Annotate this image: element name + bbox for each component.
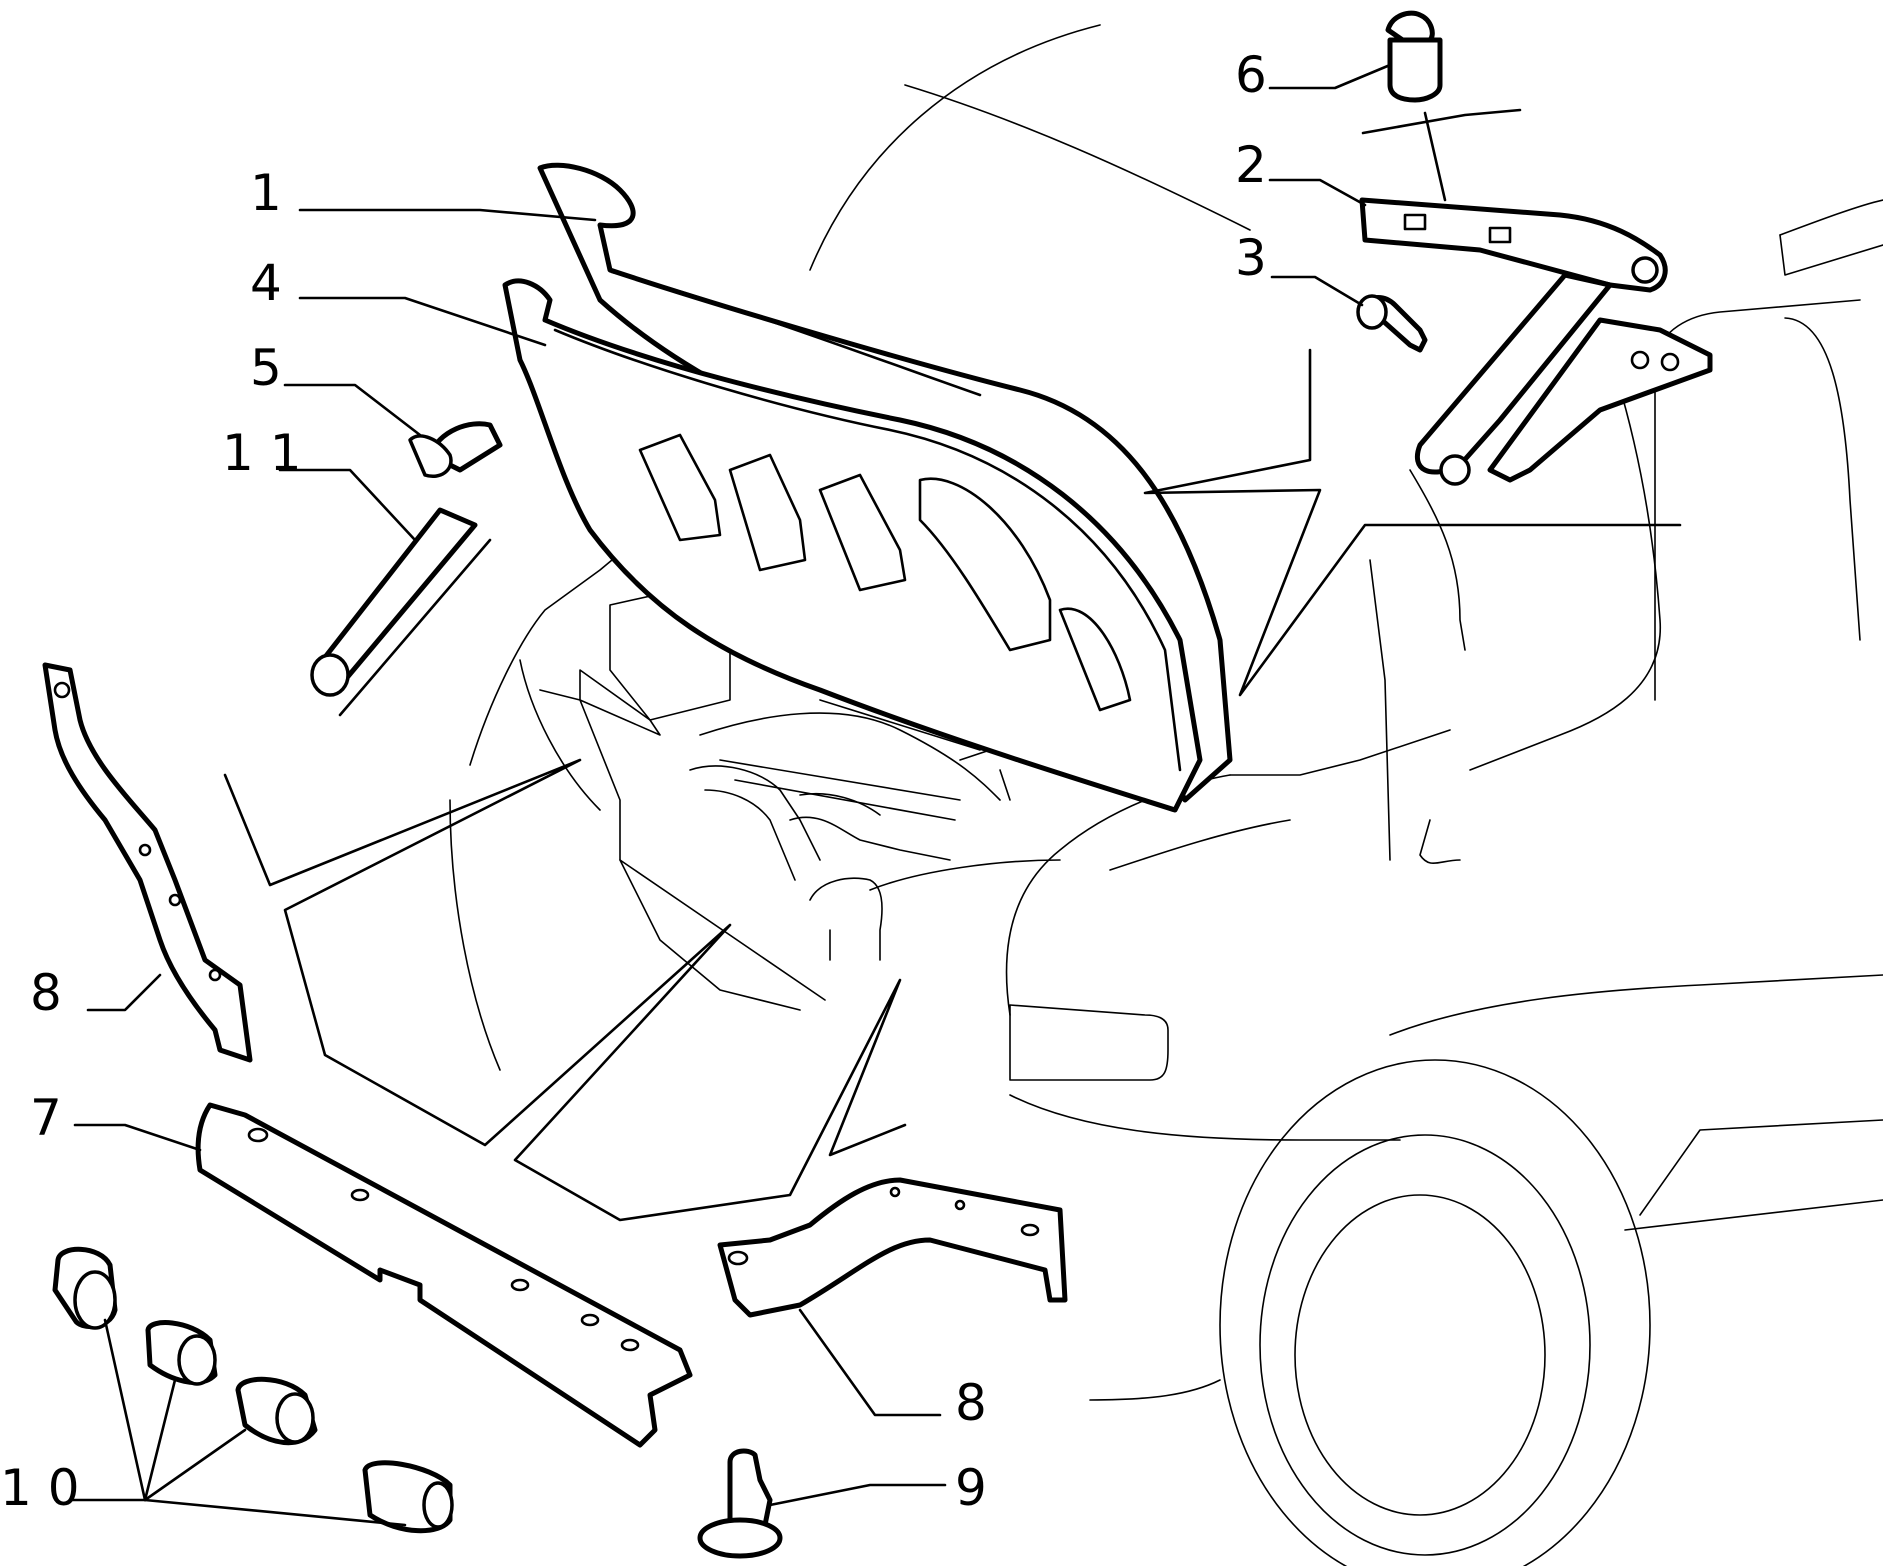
- leader-lines: [68, 63, 1682, 1527]
- part-hinge: [1359, 197, 1713, 486]
- part-caps: [52, 1246, 454, 1534]
- callout-6: 6: [1235, 46, 1267, 104]
- part-side-bracket-left: [42, 662, 253, 1063]
- part-front-bracket-right: [717, 1177, 1068, 1318]
- cap-3: [235, 1376, 318, 1446]
- callout-4: 4: [250, 254, 282, 312]
- callout-9: 9: [955, 1459, 987, 1517]
- cap-1: [52, 1246, 118, 1330]
- callout-7: 7: [30, 1089, 62, 1147]
- callout-5: 5: [250, 339, 282, 397]
- callout-1: 1: [250, 164, 282, 222]
- cap-2: [145, 1320, 218, 1386]
- part-screw: [1356, 294, 1428, 353]
- cap-4: [362, 1460, 454, 1534]
- callout-8-left: 8: [30, 964, 62, 1022]
- part-cross-member: [195, 1102, 693, 1448]
- callout-2: 2: [1235, 136, 1267, 194]
- callout-8-right: 8: [955, 1374, 987, 1432]
- part-seal-strip: [310, 507, 492, 717]
- callout-3: 3: [1235, 229, 1267, 287]
- callout-10: 1 0: [0, 1459, 80, 1517]
- part-buffer: [1385, 10, 1443, 103]
- part-push-clip: [408, 421, 503, 478]
- callout-11: 1 1: [222, 424, 302, 482]
- part-fastener: [697, 1448, 783, 1559]
- part-bonnet-inner-panel: [502, 278, 1203, 813]
- callout-labels: 1 2 3 4 5 6 7 8 8 9 1 0 1 1: [0, 46, 1267, 1517]
